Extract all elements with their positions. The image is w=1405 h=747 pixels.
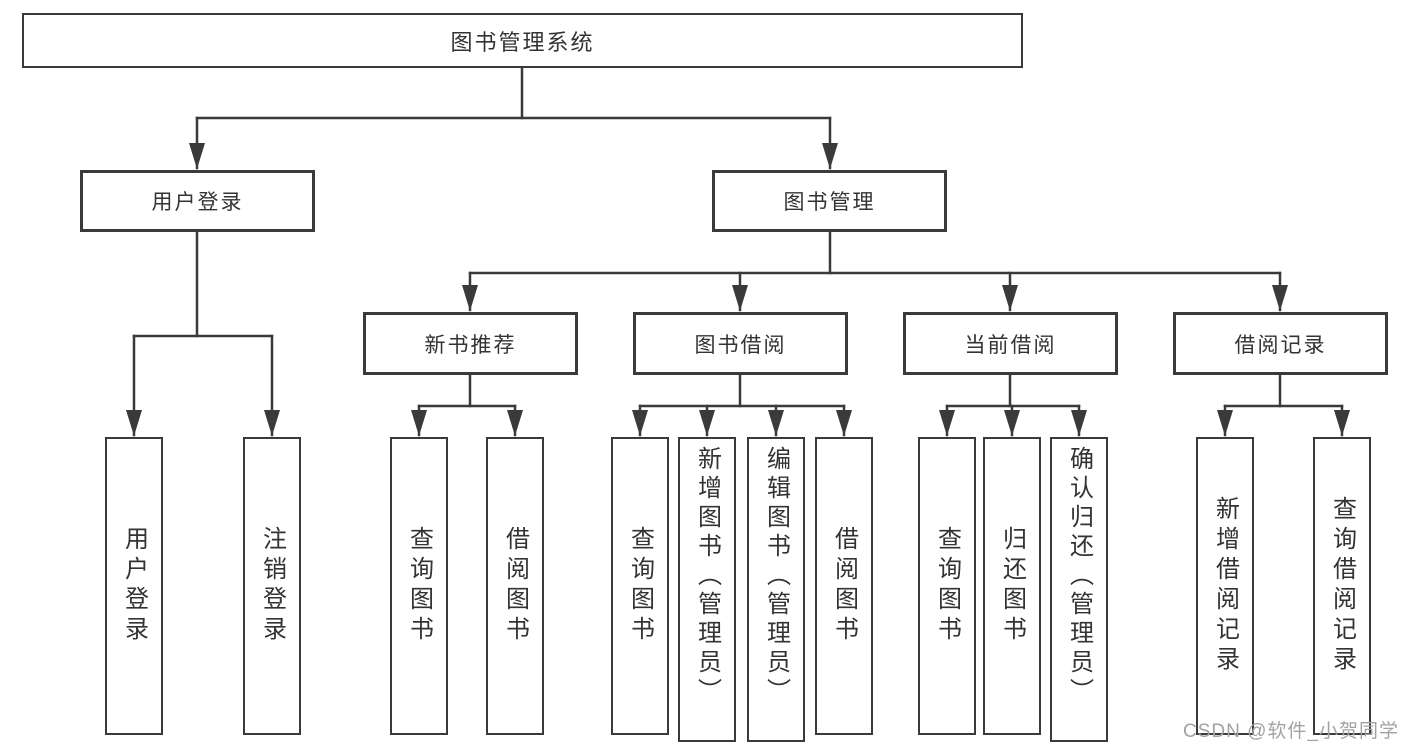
- node-label: 注销登录: [258, 526, 286, 646]
- leaf-borrow-books-recommend: 借阅图书: [486, 437, 544, 735]
- node-label: 借阅图书: [501, 526, 529, 646]
- node-label: 用户登录: [151, 191, 244, 214]
- node-borrow-records: 借阅记录: [1173, 312, 1388, 375]
- leaf-user-login: 用户登录: [105, 437, 163, 735]
- node-label: 新增图书（管理员）: [693, 446, 721, 707]
- node-label: 确认归还（管理员）: [1065, 446, 1093, 707]
- node-new-book-recommend: 新书推荐: [363, 312, 578, 375]
- node-label: 借阅图书: [830, 526, 858, 646]
- node-label: 新增借阅记录: [1211, 496, 1239, 676]
- node-label: 借阅记录: [1234, 333, 1327, 357]
- node-user-login: 用户登录: [80, 170, 315, 232]
- node-label: 用户登录: [120, 526, 148, 646]
- leaf-confirm-return-admin: 确认归还（管理员）: [1050, 437, 1108, 742]
- leaf-edit-books-admin: 编辑图书（管理员）: [747, 437, 805, 742]
- node-label: 查询借阅记录: [1328, 496, 1356, 676]
- node-label: 归还图书: [998, 526, 1026, 646]
- leaf-add-borrow-record: 新增借阅记录: [1196, 437, 1254, 735]
- leaf-query-borrow-record: 查询借阅记录: [1313, 437, 1371, 735]
- node-book-management: 图书管理: [712, 170, 947, 232]
- node-label: 图书管理: [783, 191, 876, 214]
- node-label: 查询图书: [626, 526, 654, 646]
- node-label: 查询图书: [933, 526, 961, 646]
- leaf-query-books-current: 查询图书: [918, 437, 976, 735]
- leaf-return-books: 归还图书: [983, 437, 1041, 735]
- node-label: 编辑图书（管理员）: [762, 446, 790, 707]
- csdn-watermark: CSDN @软件_小贺同学: [1183, 721, 1399, 742]
- leaf-borrow-books: 借阅图书: [815, 437, 873, 735]
- node-current-borrow: 当前借阅: [903, 312, 1118, 375]
- node-label: 图书借阅: [694, 333, 787, 357]
- node-label: 新书推荐: [424, 333, 517, 357]
- node-label: 查询图书: [405, 526, 433, 646]
- node-book-borrow: 图书借阅: [633, 312, 848, 375]
- leaf-query-books-recommend: 查询图书: [390, 437, 448, 735]
- node-library-management-system: 图书管理系统: [22, 13, 1023, 68]
- leaf-add-books-admin: 新增图书（管理员）: [678, 437, 736, 742]
- node-label: 图书管理系统: [450, 29, 595, 55]
- leaf-query-books-borrow: 查询图书: [611, 437, 669, 735]
- node-label: 当前借阅: [964, 333, 1057, 357]
- leaf-logout-login: 注销登录: [243, 437, 301, 735]
